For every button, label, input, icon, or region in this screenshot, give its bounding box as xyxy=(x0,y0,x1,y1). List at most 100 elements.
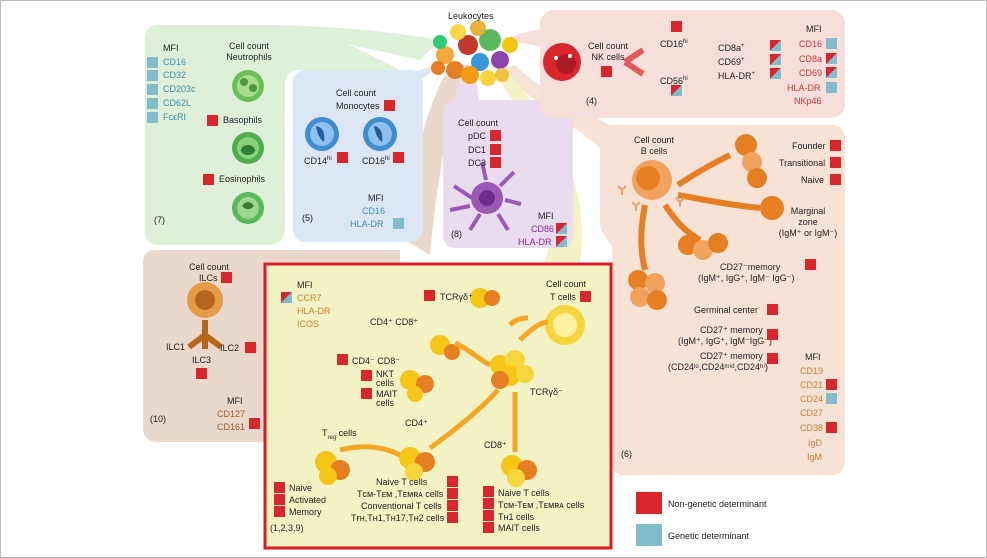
ilc-cell-count-label: Cell count xyxy=(189,262,230,272)
bcell-mfi-item: CD38 xyxy=(800,423,824,433)
ilc-label: ILCs xyxy=(199,273,218,283)
bcell-panel-number: (6) xyxy=(621,449,632,459)
bcell-y-antibodies xyxy=(617,185,685,211)
genetic-determinant-marker xyxy=(826,82,837,93)
mixed-determinant-marker xyxy=(281,292,292,303)
hi-superscript: hi xyxy=(683,76,688,82)
cd8-item: MAIT cells xyxy=(498,523,540,533)
tcell-cd4cd8-label: CD4⁺ CD8⁺ xyxy=(370,317,419,327)
genetic-determinant-marker xyxy=(826,38,837,49)
neutrophil-cell xyxy=(232,70,264,102)
tcells-label: T cells xyxy=(550,292,576,302)
bcell-cd27pos-label: CD27⁺ memory xyxy=(700,325,763,335)
nk-marker: CD8a+ xyxy=(718,41,745,54)
nk-mfi-item: CD8a xyxy=(799,54,823,64)
genetic-determinant-marker xyxy=(147,57,158,68)
hi-superscript: hi xyxy=(327,156,332,162)
dendritic-item: DC1 xyxy=(468,145,487,155)
non-genetic-determinant-marker xyxy=(483,498,494,509)
ilc-mfi-title: MFI xyxy=(227,396,243,406)
monocytes-mfi-item: HLA-DR xyxy=(350,219,384,229)
non-genetic-determinant-marker xyxy=(767,329,778,340)
cd4-item: Naive T cells xyxy=(376,477,428,487)
mixed-determinant-marker xyxy=(556,223,567,234)
non-genetic-determinant-marker xyxy=(830,157,841,168)
bcell-cd27neg-label: CD27⁻memory xyxy=(720,262,781,272)
tcell-panel-number: (1,2,3,9) xyxy=(270,523,304,533)
tcell-mfi-title: MFI xyxy=(297,280,313,290)
tcell-cd4-label: CD4⁺ xyxy=(405,418,428,428)
leukocyte-cluster xyxy=(431,20,518,86)
panel-monocytes xyxy=(293,70,423,242)
mixed-determinant-marker xyxy=(671,85,682,96)
non-genetic-determinant-marker xyxy=(447,512,458,523)
treg-label: Treg cells xyxy=(322,428,357,444)
monocyte-cd14-cell xyxy=(305,117,339,151)
bcell-arrows xyxy=(638,152,761,271)
mixed-determinant-marker xyxy=(826,53,837,64)
eosinophils-label: Eosinophils xyxy=(219,174,266,184)
plus-superscript: + xyxy=(741,57,745,63)
tcell-cd4-cluster xyxy=(399,447,435,481)
bcells-label: B cells xyxy=(640,146,668,156)
non-genetic-determinant-marker xyxy=(826,379,837,390)
legend-genetic-label: Genetic determinant xyxy=(668,531,750,541)
cd14hi-label: CD14hi xyxy=(304,154,332,167)
leukocytes-label: Leukocytes xyxy=(448,11,494,21)
panel-dendritic xyxy=(443,100,573,248)
dendritic-mfi-item: HLA-DR xyxy=(518,237,552,247)
bcell-mfi-item: CD21 xyxy=(800,380,824,390)
non-genetic-determinant-marker xyxy=(826,422,837,433)
legend-non-genetic-swatch xyxy=(636,492,662,514)
monocytes-label: Monocytes xyxy=(336,101,380,111)
panel-granulocytes xyxy=(145,25,400,245)
nk-cells-label: NK cells xyxy=(591,52,625,62)
bcell-mfi-item: CD24 xyxy=(800,394,824,404)
nk-mfi-title: MFI xyxy=(806,24,822,34)
treg-item: Activated xyxy=(289,495,327,505)
non-genetic-determinant-marker xyxy=(580,291,591,302)
nk-cell-count-label: Cell count xyxy=(587,41,629,51)
treg-item: Memory xyxy=(289,507,322,517)
tcell-mait-label: cells xyxy=(376,398,395,408)
basophil-cell xyxy=(232,132,264,164)
nk-mfi-item: NKp46 xyxy=(794,96,822,106)
treg-item: Naive xyxy=(289,483,313,493)
non-genetic-determinant-marker xyxy=(483,486,494,497)
non-genetic-determinant-marker xyxy=(830,140,841,151)
hi-superscript: hi xyxy=(385,156,390,162)
non-genetic-determinant-marker xyxy=(337,152,348,163)
granulocytes-cell-count-label: Cell count xyxy=(228,41,270,51)
non-genetic-determinant-marker xyxy=(384,100,395,111)
non-genetic-determinant-marker xyxy=(483,510,494,521)
bcell-mfi-item: CD27 xyxy=(800,408,824,418)
tcell-ab-label: TCRγδ⁻ xyxy=(530,387,563,397)
ilc-mfi-item: CD161 xyxy=(217,422,246,432)
ilc-cell xyxy=(187,282,223,318)
cd8-item: Tʜ1 cells xyxy=(498,512,534,522)
granulocytes-mfi-item: CD203c xyxy=(163,84,196,94)
nk-marker-text: HLA-DR xyxy=(718,71,752,81)
non-genetic-determinant-marker xyxy=(767,353,778,364)
non-genetic-determinant-marker xyxy=(221,272,232,283)
cd14-text: CD14 xyxy=(304,156,328,166)
mixed-determinant-marker xyxy=(826,67,837,78)
ilc-arrows xyxy=(187,320,223,350)
bcell-transitional-label: Transitional xyxy=(779,158,826,168)
tcell-cd8-label: CD8⁺ xyxy=(484,440,507,450)
bcell-founder-cluster xyxy=(735,134,767,188)
neutrophils-label: Neutrophils xyxy=(226,52,272,62)
tcell-gd-label: TCRγδ⁺ xyxy=(440,292,473,302)
bcell-marginal-label: Marginal xyxy=(790,206,826,216)
treg-subscript: reg xyxy=(327,434,337,441)
genetic-determinant-marker xyxy=(393,218,404,229)
non-genetic-determinant-marker xyxy=(601,66,612,77)
nk-mfi-item: CD69 xyxy=(799,68,823,78)
cd56hi-nk-label: CD56hi xyxy=(660,74,688,87)
plus-superscript: + xyxy=(741,43,745,49)
nk-mfi-item: CD16 xyxy=(799,39,823,49)
non-genetic-determinant-marker xyxy=(361,388,372,399)
non-genetic-determinant-marker xyxy=(805,259,816,270)
bcell-mfi-title: MFI xyxy=(805,352,821,362)
tcell-main xyxy=(545,305,585,345)
